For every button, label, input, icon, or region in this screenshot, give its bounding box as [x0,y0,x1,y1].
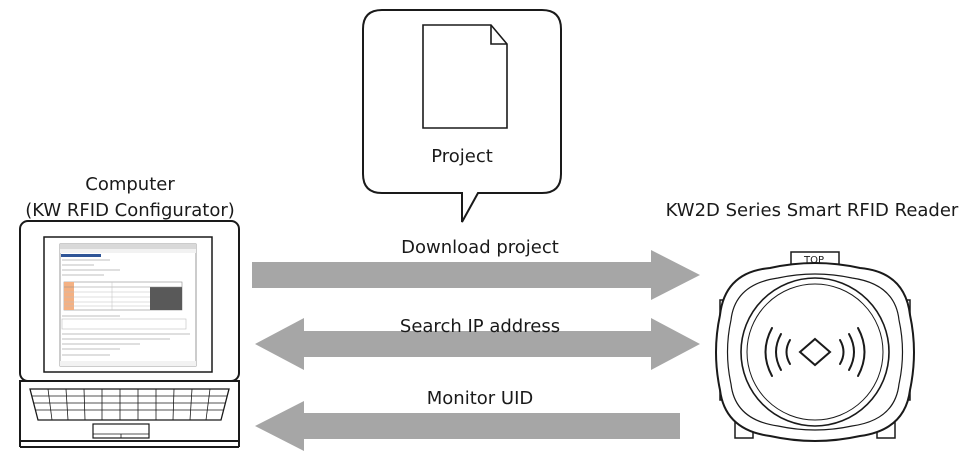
arrow-label-download: Download project [401,237,559,258]
download-project-arrow [252,250,700,300]
project-callout [362,9,562,223]
monitor-uid-arrow [255,401,680,451]
read-surface [740,277,890,427]
arrow-label-monitor: Monitor UID [426,388,534,409]
project-label: Project [431,146,493,167]
reader-label: KW2D Series Smart RFID Reader [665,200,959,221]
search-ip-arrow [255,318,700,370]
top-marking: TOP [803,255,824,266]
rfid-symbol-icon [764,327,866,377]
arrow-label-search: Search IP address [399,316,561,337]
laptop-illustration [19,220,240,448]
configurator-window-thumbnail [59,243,197,367]
rfid-reader-illustration [715,251,915,442]
keyboard [29,388,230,421]
document-icon [422,24,508,129]
configurator-label: (KW RFID Configurator) [25,200,235,221]
computer-label: Computer [85,174,175,195]
